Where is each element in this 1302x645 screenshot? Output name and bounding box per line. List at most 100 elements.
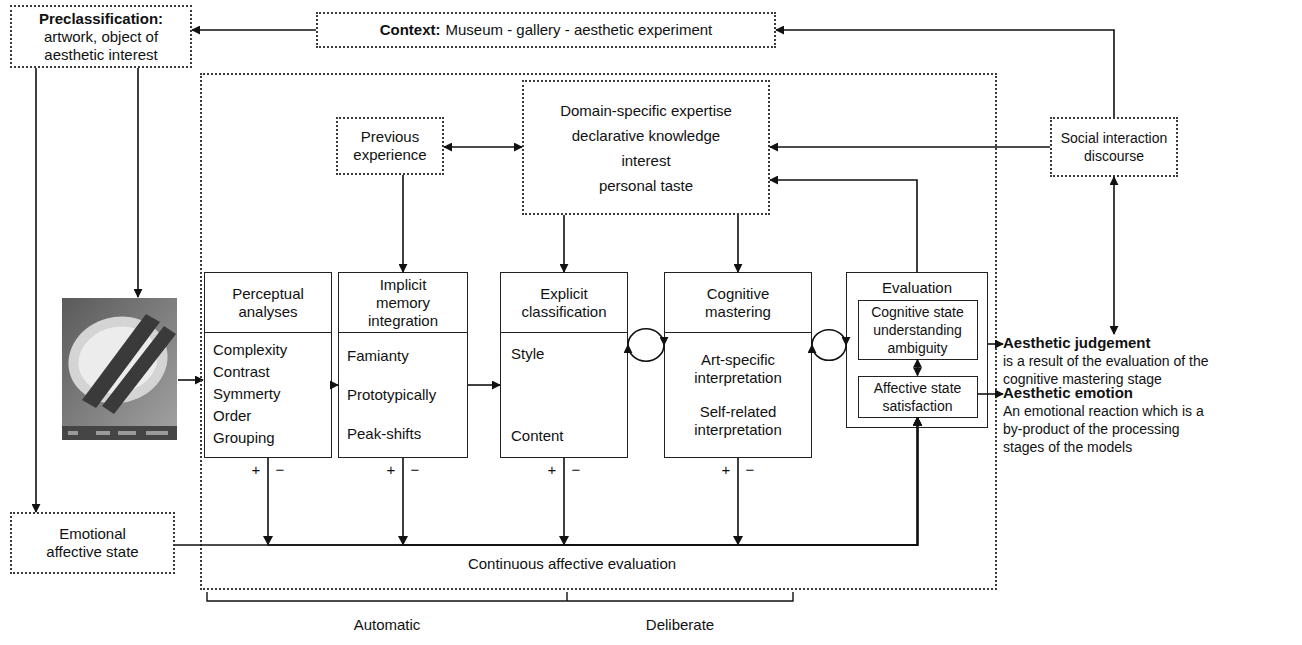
node-text: Context: bbox=[380, 21, 441, 39]
node-text: artwork, object of aesthetic interest bbox=[16, 28, 186, 64]
loop-arrow bbox=[812, 345, 846, 360]
junction-arrowhead bbox=[263, 536, 273, 546]
model-frame: Continuous affective evaluation Previous … bbox=[200, 73, 997, 590]
photo-strip-mark bbox=[96, 431, 110, 435]
stage-header: Explicit classification bbox=[501, 273, 627, 333]
photo-strip-mark bbox=[68, 431, 78, 435]
sign-label: − bbox=[275, 461, 285, 479]
node-text: Self-related interpretation bbox=[671, 403, 805, 439]
leader-arrow bbox=[137, 68, 139, 297]
junction-arrowhead bbox=[398, 536, 408, 546]
node-text: Cognitive mastering bbox=[688, 285, 788, 321]
connector-line bbox=[192, 29, 316, 31]
connector-line bbox=[737, 215, 739, 272]
connector-line bbox=[35, 68, 37, 512]
photo-strip-mark bbox=[118, 431, 136, 435]
connector-line bbox=[563, 215, 565, 272]
stage-body: StyleContent bbox=[501, 333, 627, 457]
node-text: An emotional reaction which is a by-prod… bbox=[1003, 402, 1218, 456]
phase-label: Deliberate bbox=[630, 616, 730, 634]
node-text: Aesthetic emotion bbox=[1003, 384, 1133, 402]
state-box: Affective state satisfaction bbox=[858, 376, 978, 418]
stage-box: Perceptual analysesComplexityContrastSym… bbox=[204, 272, 332, 458]
node-text: Previous experience bbox=[340, 128, 440, 164]
connector bbox=[770, 147, 1050, 148]
node-text: Cognitive state understanding ambiguity bbox=[864, 303, 972, 357]
node-text: personal taste bbox=[599, 173, 693, 198]
connector bbox=[192, 30, 316, 31]
node-text: Implicit memory integration bbox=[353, 276, 453, 330]
stage-header: Cognitive mastering bbox=[665, 273, 811, 333]
connector bbox=[812, 330, 846, 361]
sign-label: − bbox=[410, 461, 420, 479]
photo-strip-mark bbox=[146, 431, 168, 435]
dotted-box: Context: Museum - gallery - aesthetic exp… bbox=[316, 12, 776, 48]
connector-line bbox=[1113, 177, 1115, 334]
node-text: Style bbox=[511, 345, 544, 363]
node-text: Content bbox=[511, 427, 564, 445]
dotted-box: Social interaction discourse bbox=[1050, 117, 1178, 177]
connector-line bbox=[770, 180, 917, 272]
node-text: Peak-shifts bbox=[347, 425, 421, 443]
connector bbox=[36, 68, 37, 512]
dotted-box: Preclassification:artwork, object of aes… bbox=[10, 5, 192, 68]
node-text: is a result of the evaluation of the cog… bbox=[1003, 352, 1218, 388]
connector bbox=[444, 147, 522, 148]
node-text: Explicit classification bbox=[514, 285, 614, 321]
node-text: Continuous affective evaluation bbox=[202, 555, 942, 573]
connector-line bbox=[468, 384, 500, 386]
junction-arrowhead bbox=[733, 536, 743, 546]
sign-label: + bbox=[547, 461, 557, 479]
sign-label: − bbox=[745, 461, 755, 479]
node-text: Social interaction discourse bbox=[1053, 129, 1175, 165]
dotted-box: Emotional affective state bbox=[10, 512, 175, 574]
connector-line bbox=[770, 146, 1050, 148]
sign-label: + bbox=[251, 461, 261, 479]
evaluation-box: EvaluationCognitive state understanding … bbox=[846, 272, 988, 428]
stage-box: Explicit classificationStyleContent bbox=[500, 272, 628, 458]
stage-header: Implicit memory integration bbox=[339, 273, 467, 333]
node-text: Affective state satisfaction bbox=[864, 379, 972, 415]
dotted-box: Domain-specific expertisedeclarative kno… bbox=[522, 80, 770, 215]
connector bbox=[468, 385, 500, 386]
connector bbox=[398, 418, 918, 546]
node-text: Order bbox=[213, 405, 251, 427]
plate-rim bbox=[59, 306, 178, 415]
connector bbox=[738, 215, 739, 272]
outcome-text: Aesthetic emotionAn emotional reaction w… bbox=[1003, 384, 1298, 464]
loop-arrow bbox=[628, 329, 664, 345]
connector bbox=[403, 175, 404, 272]
connector bbox=[564, 215, 565, 272]
node-text: Prototypically bbox=[347, 386, 436, 404]
loop-arrow bbox=[812, 330, 846, 345]
stage-header: Perceptual analyses bbox=[205, 273, 331, 333]
connector bbox=[770, 180, 917, 272]
node-text: Perceptual analyses bbox=[218, 285, 318, 321]
stage-box: Implicit memory integrationFamiantyProto… bbox=[338, 272, 468, 458]
node-text: Symmerty bbox=[213, 383, 281, 405]
connector bbox=[1114, 177, 1115, 334]
junction-arrowhead bbox=[559, 536, 569, 546]
dotted-box: Previous experience bbox=[336, 117, 444, 175]
loop-arrow bbox=[628, 345, 664, 361]
connector-line bbox=[403, 418, 918, 546]
node-text: Grouping bbox=[213, 427, 275, 449]
phase-bracket bbox=[207, 592, 793, 601]
stage-body: ComplexityContrastSymmertyOrderGrouping bbox=[205, 333, 331, 457]
node-text: declarative knowledge bbox=[572, 123, 720, 148]
node-text: Museum - gallery - aesthetic experiment bbox=[446, 21, 713, 39]
stage-body: Art-specific interpretationSelf-related … bbox=[665, 333, 811, 457]
node-text: Famianty bbox=[347, 347, 409, 365]
node-text: Emotional affective state bbox=[38, 525, 148, 561]
node-text: Complexity bbox=[213, 339, 287, 361]
node-text: interest bbox=[621, 148, 670, 173]
connector-line bbox=[402, 175, 404, 272]
node-text: Art-specific interpretation bbox=[671, 351, 805, 387]
photo-strip bbox=[62, 426, 177, 440]
plate-stripe bbox=[102, 326, 176, 414]
sign-label: + bbox=[386, 461, 396, 479]
stage-box: Cognitive masteringArt-specific interpre… bbox=[664, 272, 812, 458]
artwork-photo bbox=[59, 298, 178, 440]
